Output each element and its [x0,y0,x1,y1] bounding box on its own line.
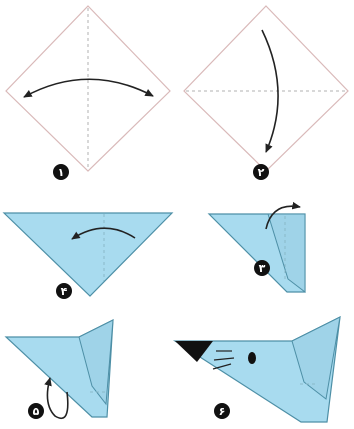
step-number-badge: ۴ [56,283,72,299]
step-number-badge: ٣ [254,260,270,276]
step-4: ۴ [4,213,172,299]
step-2: ٢ [184,6,348,180]
step-6: ۶ [175,317,340,422]
svg-text:۴: ۴ [61,285,68,298]
step-number-badge: ۶ [214,403,230,419]
paper-square-2 [184,6,348,171]
svg-text:۵: ۵ [33,405,40,418]
svg-text:١: ١ [58,166,65,179]
svg-text:٣: ٣ [259,262,266,275]
step-3: ٣ [209,206,305,292]
svg-text:۶: ۶ [219,405,226,418]
step-5: ۵ [6,320,113,419]
step-number-badge: ٢ [253,164,269,180]
paper-triangle-4 [4,213,172,296]
mouse-eye-icon [248,352,256,364]
step-1: ١ [6,6,170,180]
step-number-badge: ١ [53,164,69,180]
step-number-badge: ۵ [28,403,44,419]
svg-text:٢: ٢ [258,166,265,179]
